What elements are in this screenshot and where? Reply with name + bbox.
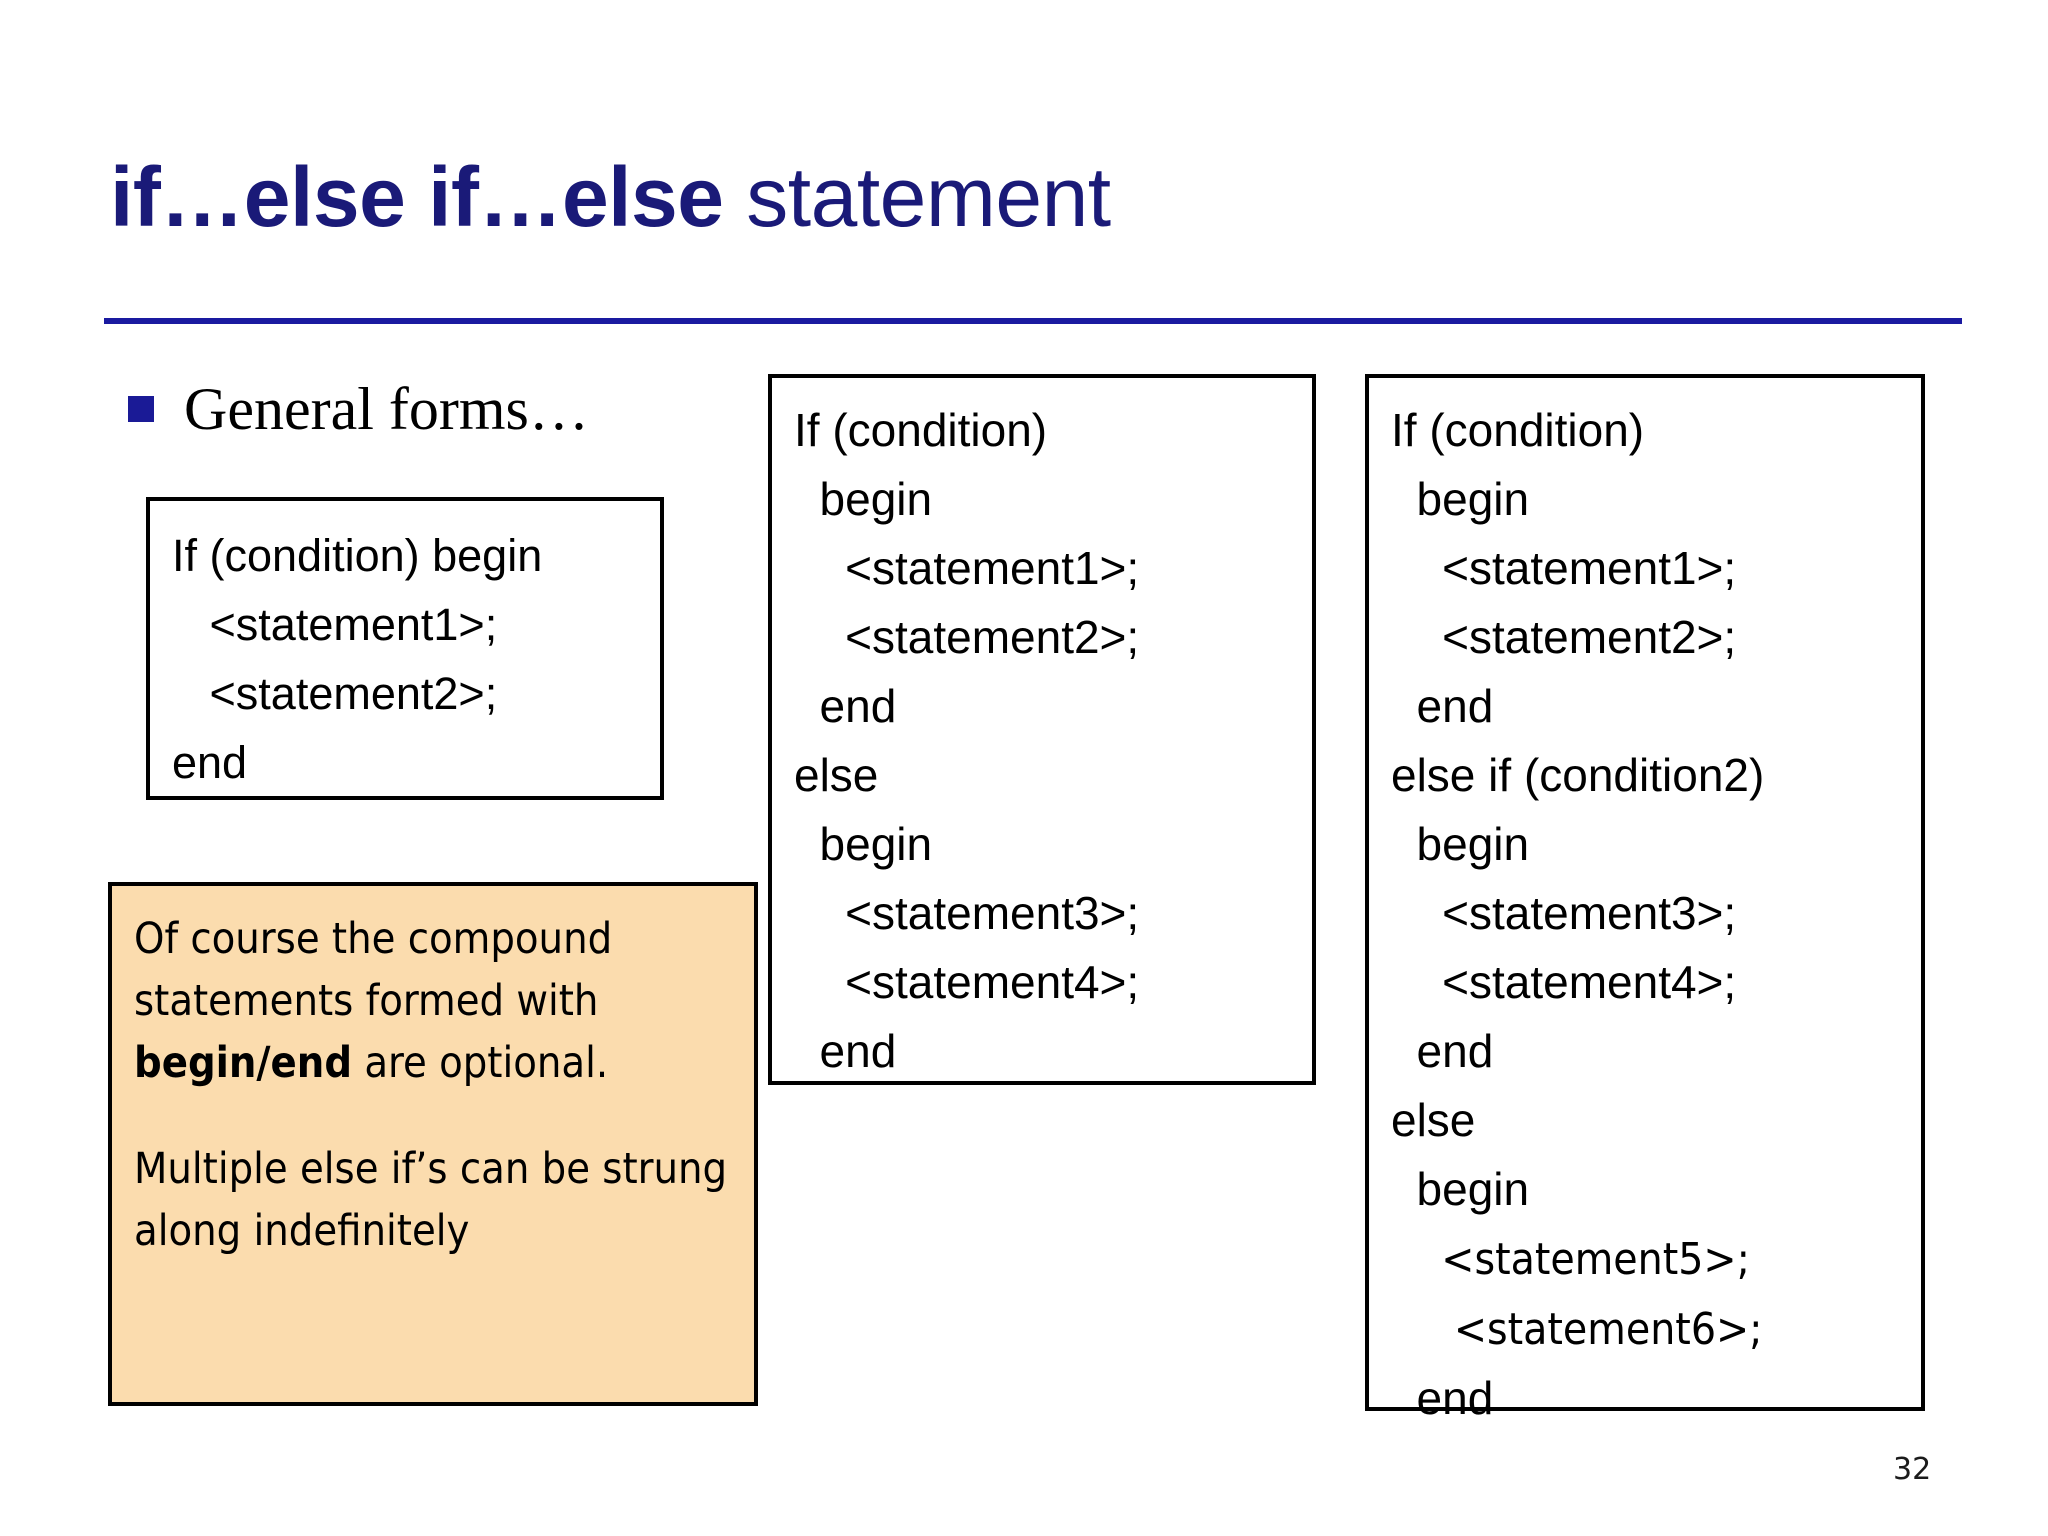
- code-line: <statement1>;: [1391, 542, 1737, 594]
- code-line: end: [794, 1025, 897, 1077]
- code-line: <statement6>;: [1391, 1304, 1763, 1355]
- code-line: If (condition) begin: [172, 530, 543, 581]
- code-line: else: [794, 749, 879, 801]
- code-line: end: [1391, 680, 1494, 732]
- code-line: <statement4>;: [794, 956, 1140, 1008]
- code-box-if-elseif-else: If (condition) begin <statement1>; <stat…: [1365, 374, 1925, 1424]
- code-line: <statement3>;: [794, 887, 1140, 939]
- page-title-plain: statement: [723, 150, 1111, 244]
- code-line: <statement3>;: [1391, 887, 1737, 939]
- code-line: else if (condition2): [1391, 749, 1765, 801]
- code-line: end: [794, 680, 897, 732]
- note-paragraph-2: Multiple else if’s can be strung along i…: [134, 1144, 728, 1256]
- bullet-square-icon: [128, 396, 154, 422]
- code-line: <statement4>;: [1391, 956, 1737, 1008]
- note-text-pre: Of course the compound statements formed…: [134, 914, 613, 1026]
- page-title: if…else if…else statement: [110, 152, 1111, 242]
- code-line: <statement1>;: [172, 599, 498, 650]
- code-line: begin: [1391, 473, 1530, 525]
- page-number: 32: [1893, 1452, 1932, 1487]
- code-line: begin: [794, 473, 933, 525]
- code-line: begin: [1391, 1163, 1530, 1215]
- code-line: end: [1391, 1025, 1494, 1077]
- bullet-label: General forms…: [184, 376, 589, 442]
- note-text-post: are optional.: [352, 1038, 609, 1088]
- code-line: <statement5>;: [1391, 1234, 1750, 1285]
- code-box-if-begin-end: If (condition) begin <statement1>; <stat…: [146, 497, 664, 800]
- code-line: begin: [1391, 818, 1530, 870]
- page-title-keyword: if…else if…else: [110, 150, 724, 244]
- note-paragraph-1: Of course the compound statements formed…: [134, 908, 736, 1094]
- code-line: <statement2>;: [1391, 611, 1737, 663]
- code-line: <statement2>;: [172, 668, 498, 719]
- code-line: <statement1>;: [794, 542, 1140, 594]
- code-line: else: [1391, 1094, 1476, 1146]
- note-text-bold: begin/end: [134, 1038, 353, 1088]
- note-box: Of course the compound statements formed…: [108, 882, 758, 1406]
- note-paragraph-gap: [134, 1094, 736, 1138]
- code-line: begin: [794, 818, 933, 870]
- code-line: end: [172, 737, 248, 788]
- code-box-if-else: If (condition) begin <statement1>; <stat…: [768, 374, 1316, 1085]
- code-line: If (condition): [1391, 404, 1645, 456]
- code-line: If (condition): [794, 404, 1048, 456]
- bullet-row: General forms…: [128, 378, 589, 440]
- code-line: end: [1391, 1372, 1494, 1424]
- title-divider: [104, 318, 1962, 324]
- code-line: <statement2>;: [794, 611, 1140, 663]
